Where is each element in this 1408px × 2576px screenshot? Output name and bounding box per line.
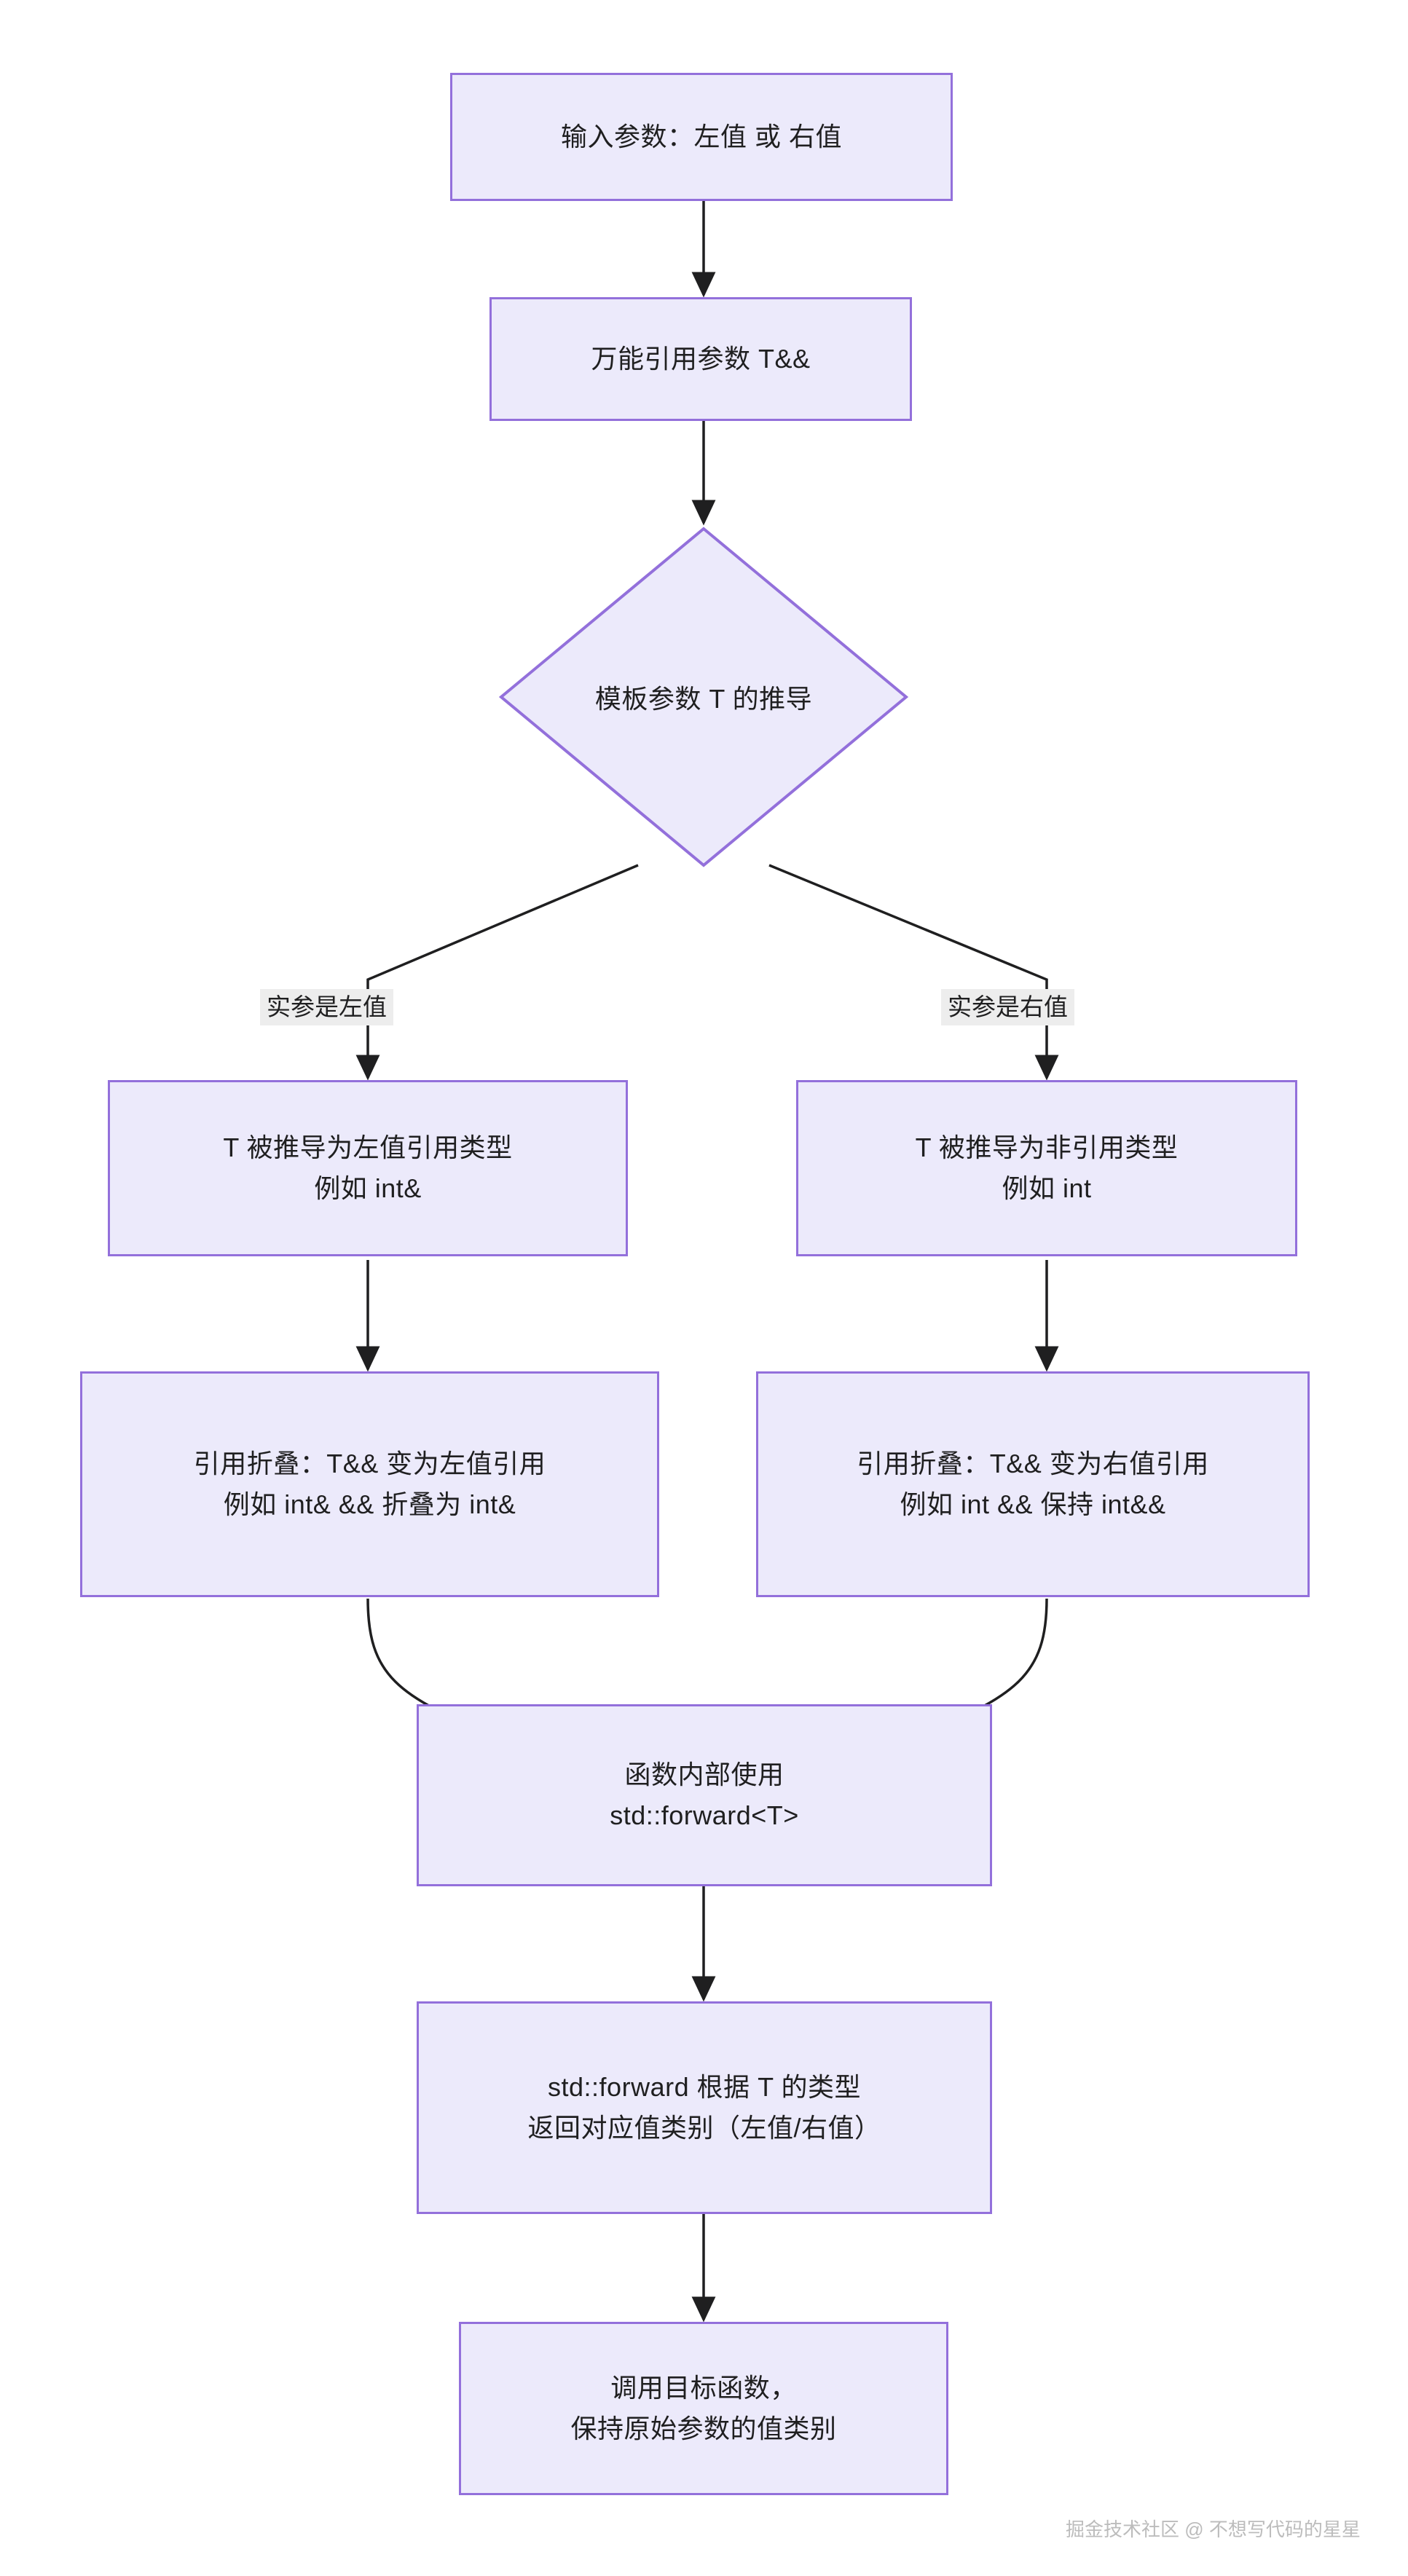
node-input-label: 输入参数：左值 或 右值 <box>560 122 842 152</box>
node-deduction[interactable]: 模板参数 T 的推导 <box>498 526 909 868</box>
node-lvalue-collapse-label: 引用折叠：T&& 变为左值引用 例如 int& && 折叠为 int& <box>193 1449 546 1519</box>
node-rvalue-deduce-label: T 被推导为非引用类型 例如 int <box>915 1133 1179 1203</box>
node-deduction-label: 模板参数 T 的推导 <box>594 684 813 714</box>
diamond-shape <box>498 527 909 867</box>
node-forward-returns[interactable]: std::forward 根据 T 的类型 返回对应值类别（左值/右值） <box>417 2001 992 2214</box>
node-lvalue-deduce[interactable]: T 被推导为左值引用类型 例如 int& <box>108 1080 628 1256</box>
node-input[interactable]: 输入参数：左值 或 右值 <box>450 73 953 201</box>
node-forward-returns-label: std::forward 根据 T 的类型 返回对应值类别（左值/右值） <box>527 2072 881 2143</box>
node-call-target-label: 调用目标函数， 保持原始参数的值类别 <box>570 2373 837 2443</box>
node-universal-ref-label: 万能引用参数 T&& <box>591 344 811 374</box>
watermark: 掘金技术社区 @ 不想写代码的星星 <box>1066 2518 1361 2540</box>
edge-label-left-branch: 实参是左值 <box>260 989 393 1025</box>
node-use-forward-label: 函数内部使用 std::forward<T> <box>610 1760 799 1830</box>
node-rvalue-deduce[interactable]: T 被推导为非引用类型 例如 int <box>796 1080 1297 1256</box>
node-use-forward[interactable]: 函数内部使用 std::forward<T> <box>417 1704 992 1886</box>
edge-deduction-to-rvalue <box>768 864 1059 1081</box>
node-rvalue-collapse-label: 引用折叠：T&& 变为右值引用 例如 int && 保持 int&& <box>857 1449 1209 1519</box>
edge-label-right-branch: 实参是右值 <box>941 989 1074 1025</box>
edge-deduction-to-lvalue <box>355 864 639 1081</box>
node-call-target[interactable]: 调用目标函数， 保持原始参数的值类别 <box>459 2322 948 2495</box>
node-rvalue-collapse[interactable]: 引用折叠：T&& 变为右值引用 例如 int && 保持 int&& <box>756 1371 1310 1597</box>
node-lvalue-deduce-label: T 被推导为左值引用类型 例如 int& <box>223 1133 513 1203</box>
node-universal-ref[interactable]: 万能引用参数 T&& <box>489 297 912 421</box>
node-lvalue-collapse[interactable]: 引用折叠：T&& 变为左值引用 例如 int& && 折叠为 int& <box>80 1371 659 1597</box>
